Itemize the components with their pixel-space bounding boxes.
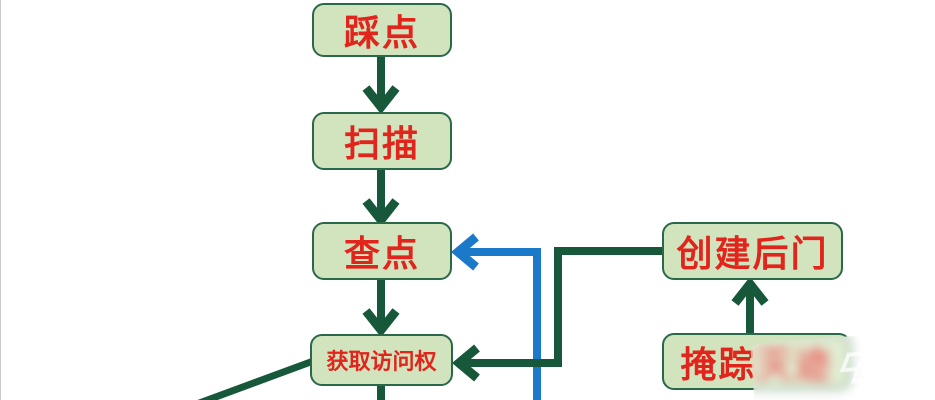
- node-creating-backdoors-label: 创建后门: [676, 234, 829, 274]
- node-scanning: 扫描: [312, 112, 452, 170]
- node-enumeration-label: 查点: [343, 234, 420, 274]
- arrow-tracks-to-backdoor: [731, 276, 769, 334]
- node-footprinting-label: 踩点: [343, 13, 420, 53]
- arrow-scanning-to-enumeration: [362, 169, 400, 228]
- arrow-backdoor-to-access: [451, 247, 663, 382]
- node-enumeration: 查点: [312, 222, 452, 280]
- node-creating-backdoors: 创建后门: [662, 222, 843, 280]
- node-footprinting: 踩点: [312, 3, 452, 57]
- arrow-enumeration-to-access: [362, 279, 400, 338]
- line-diagonal-to-access: [197, 356, 318, 400]
- node-scanning-label: 扫描: [343, 124, 420, 164]
- left-edge-border: [0, 0, 1, 400]
- arrow-footprinting-to-scanning: [362, 56, 400, 115]
- node-gaining-access: 获取访问权: [310, 334, 453, 386]
- arrow-bottom-to-enumeration: [450, 233, 541, 400]
- node-gaining-access-label: 获取访问权: [326, 349, 437, 374]
